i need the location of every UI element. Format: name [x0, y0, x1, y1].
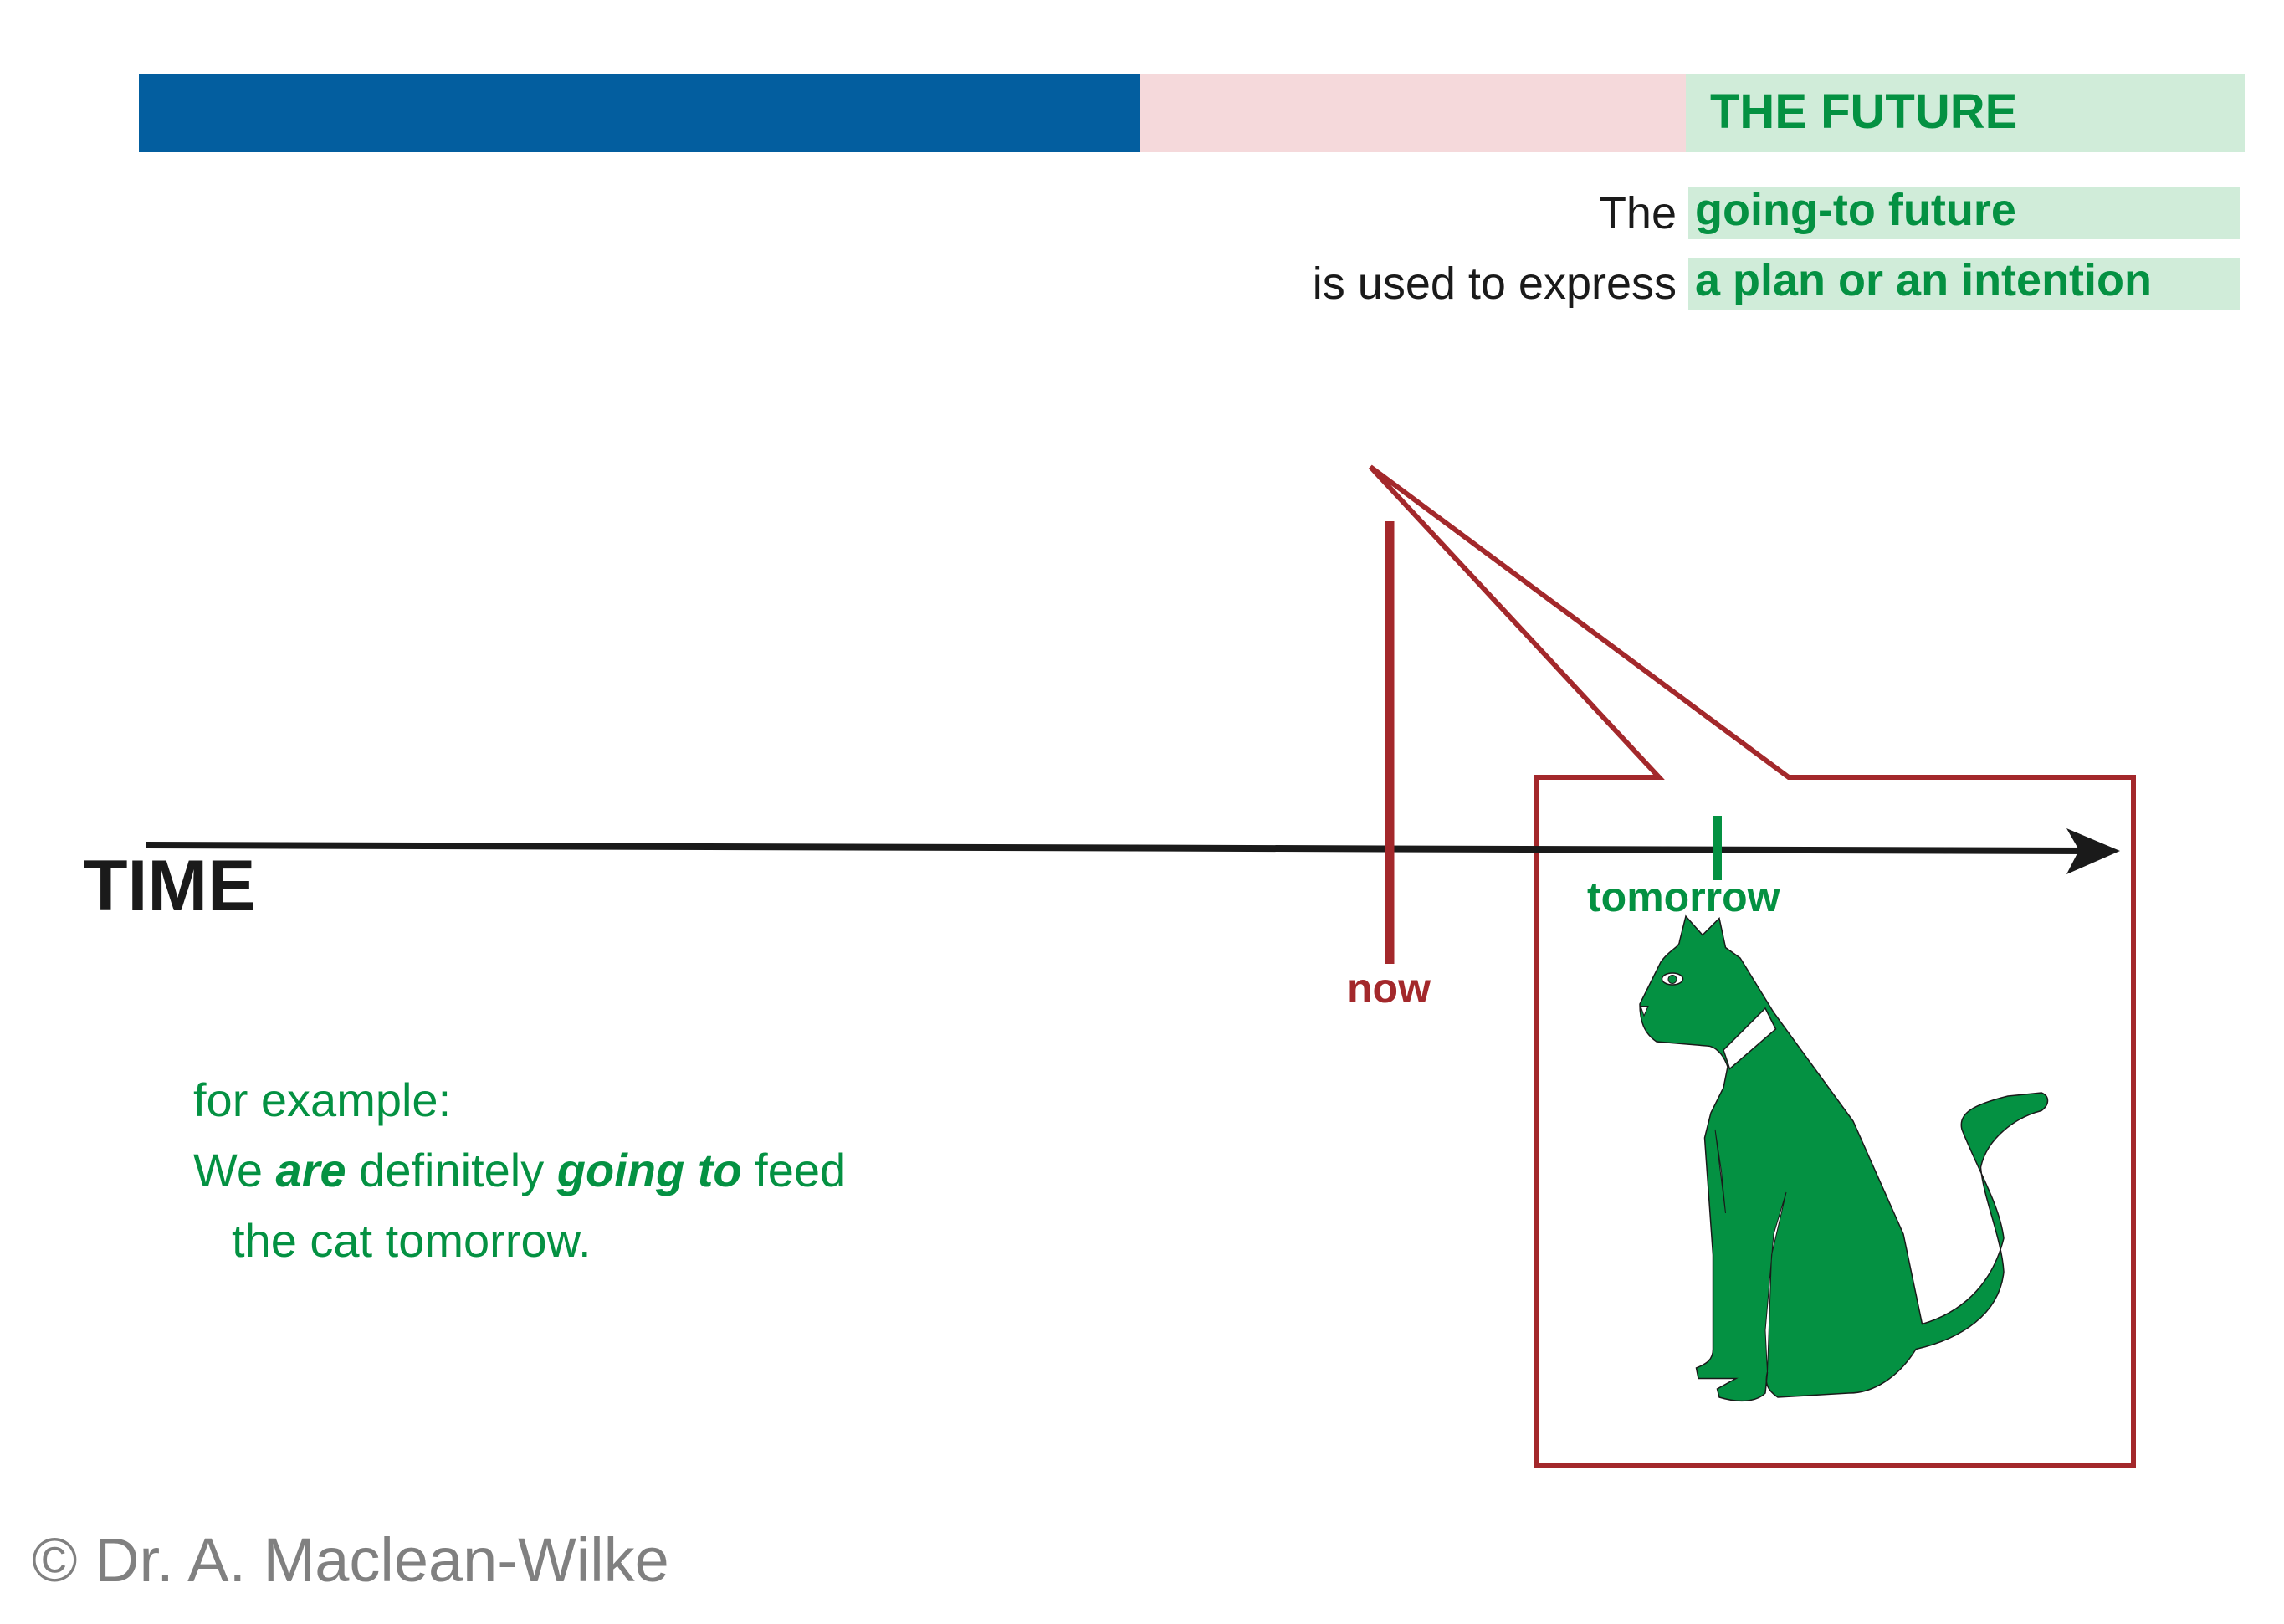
definition-line2-highlight: a plan or an intention	[1695, 255, 2153, 305]
highlight-box-1	[1688, 187, 2240, 239]
tomorrow-label: tomorrow	[1587, 873, 1780, 920]
example-emphasis-are: are	[275, 1144, 346, 1196]
example-text: definitely	[346, 1144, 557, 1196]
time-axis-label: TIME	[84, 846, 256, 926]
example-intro: for example:	[193, 1073, 452, 1126]
highlight-box-2	[1688, 258, 2240, 310]
definition-line1-prefix: The	[1598, 188, 1677, 238]
callout-box	[1368, 464, 2136, 1468]
cat-body	[1639, 914, 2049, 1402]
example-sentence-line1: We are definitely going to feed	[193, 1143, 846, 1197]
cat-tooth	[1640, 1006, 1649, 1017]
example-text: We	[193, 1144, 276, 1196]
time-axis	[146, 842, 2092, 854]
timeline-band-future	[1686, 74, 2245, 152]
arrow-head-icon	[2066, 828, 2120, 874]
definition-line1-highlight: going-to future	[1695, 185, 2016, 235]
example-sentence-line2: the cat tomorrow.	[232, 1214, 591, 1267]
example-text: feed	[741, 1144, 847, 1196]
copyright-notice: © Dr. A. Maclean-Wilke	[32, 1525, 669, 1595]
timeline-band-past	[139, 74, 1140, 152]
cat-illustration	[1639, 914, 2049, 1402]
definition-line2-prefix: is used to express	[1312, 259, 1677, 309]
now-label: now	[1347, 965, 1431, 1012]
section-title: THE FUTURE	[1710, 85, 2018, 139]
cat-leg-gap	[1714, 1129, 1787, 1373]
cat-collar	[1723, 1007, 1777, 1070]
timeline-band-present	[1140, 74, 1686, 152]
example-emphasis-going-to: going to	[556, 1144, 742, 1196]
